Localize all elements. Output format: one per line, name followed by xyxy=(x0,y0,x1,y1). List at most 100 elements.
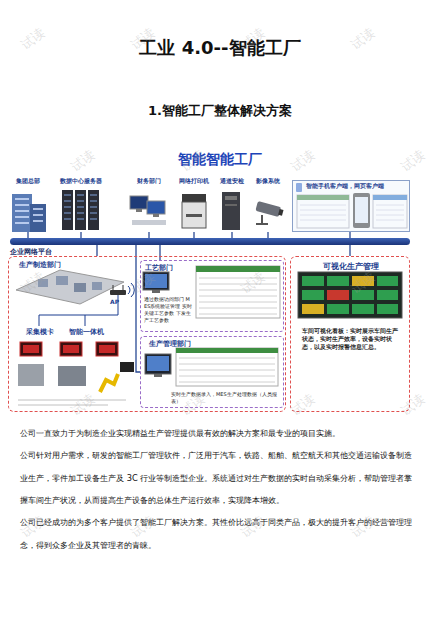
network-wire xyxy=(39,295,118,326)
building-icon xyxy=(30,204,46,232)
software-screenshot xyxy=(196,266,280,272)
factory-floor xyxy=(74,283,86,292)
node-heading: 工艺部门 xyxy=(145,263,205,273)
software-screenshot xyxy=(179,358,275,382)
server-icon xyxy=(62,190,73,230)
workstation-icon xyxy=(147,356,169,371)
connector-line xyxy=(349,245,350,256)
dashboard-screen xyxy=(377,304,398,314)
node-heading: 财务部门 xyxy=(126,177,172,186)
finance-icon xyxy=(153,214,159,217)
terminal-devices xyxy=(23,345,39,353)
dashboard-screen xyxy=(298,272,402,318)
printer-icon xyxy=(182,202,206,228)
dashboard-screen xyxy=(298,272,402,318)
icon-node: 集团总部 xyxy=(6,177,50,232)
software-screenshot xyxy=(196,266,280,318)
finance-icon xyxy=(136,209,142,212)
dashboard-screen xyxy=(377,290,398,300)
department-box: 工艺部门通过数据访问部门 MES系统验证管理 实时关键工艺参数 下发生产工艺参数 xyxy=(140,260,284,332)
finance-icon xyxy=(130,196,148,209)
software-screenshot xyxy=(176,348,278,353)
finance-icon xyxy=(147,201,165,214)
building-icon xyxy=(15,199,43,223)
camera-icon xyxy=(255,201,281,217)
printer-icon xyxy=(186,214,202,217)
node-heading: 通道安检 xyxy=(214,177,250,186)
printer-icon xyxy=(182,194,206,228)
security-gate-icon xyxy=(225,204,237,206)
watermark: 试读 xyxy=(67,390,99,420)
watermark: 试读 xyxy=(127,512,159,542)
terminal-devices xyxy=(20,342,42,356)
terminal-devices xyxy=(18,364,44,386)
camera-icon xyxy=(255,201,284,218)
watermark: 试读 xyxy=(287,146,319,176)
terminal-devices xyxy=(99,345,115,353)
watermark: 试读 xyxy=(67,146,99,176)
workstation-icon xyxy=(152,290,160,293)
icon-node: 网络打印机 xyxy=(176,177,212,232)
dashboard-screen xyxy=(327,276,349,286)
printer-icon xyxy=(182,194,206,202)
dashboard-screen xyxy=(377,276,398,286)
visual-box: 可视化生产管理车间可视化看板：实时展示车间生产状态，实时生产效率，设备实时状态，… xyxy=(290,256,410,412)
watermark: 试读 xyxy=(347,24,379,54)
department-box: 生产管理部门实时生产数据录入，MES生产处理数据（人员报表） xyxy=(140,336,284,408)
server-icon xyxy=(64,195,97,219)
security-gate-icon xyxy=(222,192,240,230)
dashboard-screen xyxy=(327,290,349,300)
server-icon xyxy=(62,190,99,230)
body-paragraph: 公司一直致力于为制造企业实现精益生产管理提供最有效的解决方案和最专业的项目实施。 xyxy=(20,422,420,445)
terminal-devices xyxy=(63,345,79,353)
watermark: 试读 xyxy=(287,390,319,420)
watermark: 试读 xyxy=(17,24,49,54)
watermark: 试读 xyxy=(237,512,269,542)
security-gate-icon xyxy=(225,196,237,200)
terminal-devices xyxy=(60,342,82,356)
device-label: 采集模卡 xyxy=(17,328,63,340)
network-wire xyxy=(39,295,118,326)
watermark: 试读 xyxy=(397,146,429,176)
icon-node: 财务部门 xyxy=(126,177,172,232)
node-heading: 智能手机客户端，网页客户端 xyxy=(306,183,406,190)
security-gate-icon xyxy=(222,192,240,230)
connector-line xyxy=(159,245,160,260)
workstation-icon xyxy=(154,374,162,377)
dashboard-screen xyxy=(327,304,349,314)
part-name: AP xyxy=(110,298,130,305)
terminal-devices xyxy=(58,366,86,386)
dashboard-screen xyxy=(302,276,324,286)
camera-icon xyxy=(256,215,268,224)
camera-icon xyxy=(255,201,284,224)
dashboard-screen xyxy=(302,304,324,314)
node-heading: 生产管理部门 xyxy=(149,339,219,349)
terminal-devices xyxy=(18,342,134,405)
factory-floor xyxy=(92,282,102,290)
node-body: 车间可视化看板：实时展示车间生产状态，实时生产效率，设备实时状态，以及实时报警信… xyxy=(302,327,402,351)
software-screenshot xyxy=(176,348,278,386)
node-heading: 影像系统 xyxy=(250,177,286,186)
camera-icon xyxy=(278,209,283,216)
watermark: 试读 xyxy=(17,512,49,542)
dashboard-screen xyxy=(352,304,374,314)
node-heading: 生产制造部门 xyxy=(19,260,99,270)
terminal-devices xyxy=(120,362,134,372)
node-heading: 数据中心服务器 xyxy=(56,177,106,186)
node-heading: 智能一体机 xyxy=(63,328,109,337)
workstation-icon xyxy=(145,354,171,374)
watermark: 试读 xyxy=(237,268,269,298)
node-body: 通过数据访问部门 MES系统验证管理 实时关键工艺参数 下发生产工艺参数 xyxy=(144,296,192,324)
watermark: 试读 xyxy=(127,268,159,298)
finance-icon xyxy=(130,196,166,225)
watermark: 试读 xyxy=(347,512,379,542)
software-screenshot xyxy=(176,266,280,386)
icon-node: 通道安检 xyxy=(214,177,250,232)
icon-node: 数据中心服务器 xyxy=(56,177,106,232)
node-heading: 网络打印机 xyxy=(176,177,212,186)
node-heading: 集团总部 xyxy=(6,177,50,186)
server-icon xyxy=(75,190,86,230)
client-box: 智能手机客户端，网页客户端 xyxy=(292,180,410,232)
watermark: 试读 xyxy=(347,268,379,298)
server-icon xyxy=(88,190,99,230)
